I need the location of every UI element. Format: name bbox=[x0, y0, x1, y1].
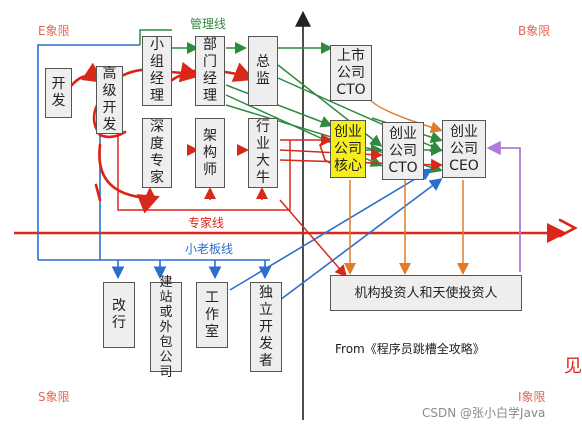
node-director: 总 监 bbox=[248, 36, 278, 106]
node-studio: 工 作 室 bbox=[196, 282, 228, 348]
node-team-lead: 小 组 经 理 bbox=[142, 36, 172, 106]
axes bbox=[14, 10, 567, 420]
watermark: CSDN @张小白学Java bbox=[422, 406, 546, 420]
quadrant-i: I象限 bbox=[518, 390, 546, 404]
quadrant-e: E象限 bbox=[38, 24, 70, 38]
node-startup-ceo: 创业 公司 CEO bbox=[442, 120, 486, 178]
node-architect: 架 构 师 bbox=[195, 118, 225, 188]
small-boss-line-label: 小老板线 bbox=[185, 242, 234, 256]
node-career-change: 改 行 bbox=[103, 282, 135, 348]
ceo-funding-line bbox=[486, 140, 521, 272]
management-line-label: 管理线 bbox=[190, 17, 227, 31]
node-industry-guru: 行 业 大 牛 bbox=[248, 118, 278, 188]
node-startup-cto: 创业 公司 CTO bbox=[382, 122, 424, 180]
source-note: From《程序员跳槽全攻略》 bbox=[335, 342, 485, 356]
side-mark: 见 bbox=[564, 356, 582, 377]
node-listed-company-cto: 上市 公司 CTO bbox=[330, 45, 372, 101]
node-indie-developer: 独 立 开 发 者 bbox=[250, 282, 282, 372]
node-developer: 开 发 bbox=[45, 68, 72, 118]
expert-line-label: 专家线 bbox=[188, 216, 225, 230]
node-domain-expert: 深 度 专 家 bbox=[142, 118, 172, 188]
node-department-manager: 部 门 经 理 bbox=[195, 36, 225, 106]
quadrant-b: B象限 bbox=[518, 24, 551, 38]
node-senior-developer: 高 级 开 发 bbox=[96, 66, 123, 134]
management-lines bbox=[139, 29, 443, 174]
node-outsourcing-company: 建 站 或 外 包 公 司 bbox=[150, 275, 182, 380]
node-startup-core: 创业 公司 核心 bbox=[330, 120, 366, 178]
quadrant-s: S象限 bbox=[38, 390, 70, 404]
node-investors: 机构投资人和天使投资人 bbox=[330, 275, 522, 311]
small-boss-lines bbox=[37, 44, 443, 301]
